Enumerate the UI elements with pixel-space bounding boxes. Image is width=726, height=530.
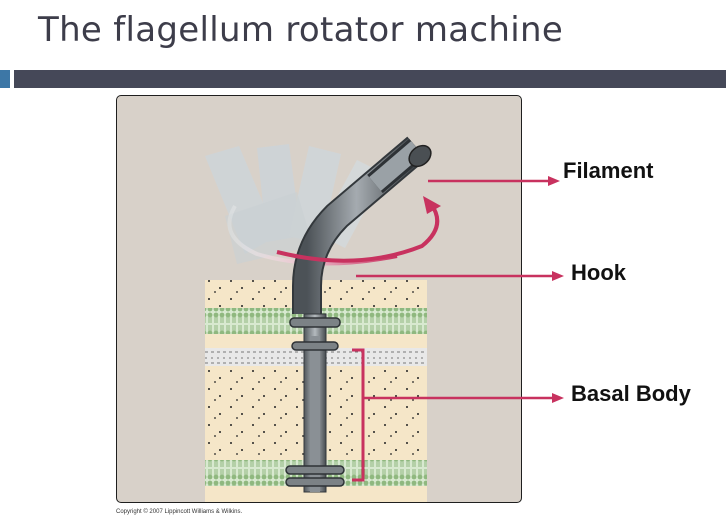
- l-ring: [289, 317, 341, 328]
- c-ring: [285, 477, 345, 487]
- label-hook: Hook: [571, 260, 626, 285]
- title-bar: [14, 70, 726, 88]
- title-bar-accent: [0, 70, 10, 88]
- label-basal-body: Basal Body: [571, 381, 691, 406]
- copyright-notice: Copyright © 2007 Lippincott Williams & W…: [116, 509, 243, 515]
- label-filament: Filament: [563, 158, 654, 183]
- flagellum-illustration: [205, 136, 441, 502]
- basal-body-bracket: [352, 348, 365, 482]
- flagellum-hook: [294, 138, 426, 314]
- ms-ring: [285, 465, 345, 475]
- slide-title: The flagellum rotator machine: [38, 10, 564, 50]
- p-ring: [291, 341, 339, 351]
- flagellum-diagram: [116, 95, 522, 503]
